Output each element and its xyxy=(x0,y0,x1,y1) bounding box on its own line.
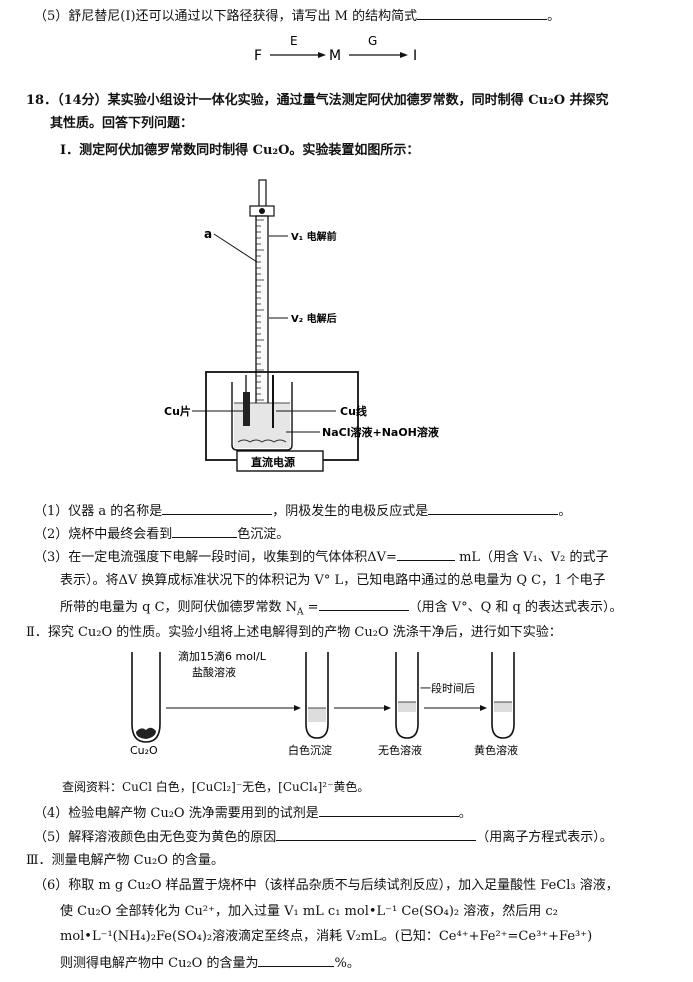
test-tube-flow-diagram: Cu₂O 滴加15滴6 mol/L 盐酸溶液 白色沉淀 无色溶液 一段时间后 黄… xyxy=(130,649,518,757)
q6-line-2: 使 Cu₂O 全部转化为 Cu²⁺，加入过量 V₁ mL c₁ mol•L⁻¹ … xyxy=(60,904,558,919)
q1-text: （1）仪器 a 的名称是 xyxy=(34,504,163,519)
label-reagent-2: 盐酸溶液 xyxy=(192,665,236,679)
answer-blank[interactable] xyxy=(396,547,455,561)
answer-blank[interactable] xyxy=(318,597,409,611)
label-a: a xyxy=(204,227,212,241)
white-precipitate xyxy=(308,708,326,722)
q6-line-4: 则测得电解产物中 Cu₂O 的含量为 %。 xyxy=(60,953,360,973)
compound-f: F xyxy=(254,48,262,64)
yellow-solution xyxy=(494,702,512,712)
q3-line-1: （3）在一定电流强度下电解一段时间，收集到的气体体积ΔV= mL（用含 V₁、V… xyxy=(34,547,609,567)
q3-text: （3）在一定电流强度下电解一段时间，收集到的气体体积ΔV= xyxy=(34,550,397,565)
answer-blank[interactable] xyxy=(276,827,477,841)
q4-line: （4）检验电解产物 Cu₂O 洗净需要用到的试剂是 。 xyxy=(34,803,472,823)
label-white-precipitate: 白色沉淀 xyxy=(288,743,332,757)
label-reagent-1: 滴加15滴6 mol/L xyxy=(178,649,267,663)
part-2-heading: Ⅱ．探究 Cu₂O 的性质。实验小组将上述电解得到的产物 Cu₂O 洗涤干净后，… xyxy=(26,625,562,640)
q17-5-text: （5）舒尼替尼(I)还可以通过以下路径获得，请写出 M 的结构简式 xyxy=(34,9,418,24)
leader-line xyxy=(213,233,258,263)
q6-line-1: （6）称取 m g Cu₂O 样品置于烧杯中（该样品杂质不与后续试剂反应），加入… xyxy=(34,878,619,893)
colorless-solution xyxy=(398,702,416,712)
q3-line-3: 所带的电量为 q C，则阿伏伽德罗常数 NA = （用含 V°、Q 和 q 的表达… xyxy=(60,597,622,622)
q2-line: （2）烧杯中最终会看到 色沉淀。 xyxy=(34,524,289,544)
label-cu2o: Cu₂O xyxy=(130,744,158,757)
part-3-heading: Ⅲ．测量电解产物 Cu₂O 的含量。 xyxy=(26,853,224,868)
q5-line: （5）解释溶液颜色由无色变为黄色的原因 （用离子方程式表示）。 xyxy=(34,827,613,847)
q4-text: （4）检验电解产物 Cu₂O 洗净需要用到的试剂是 xyxy=(34,806,319,821)
part-1-heading: Ⅰ．测定阿伏加德罗常数同时制得 Cu₂O。实验装置如图所示： xyxy=(60,143,420,158)
reagent-e: E xyxy=(290,34,298,48)
q3-text-2: mL（用含 V₁、V₂ 的式子 xyxy=(454,550,609,565)
dc-power-supply xyxy=(236,450,324,472)
label-cu-wire: Cu线 xyxy=(340,404,367,418)
answer-blank[interactable] xyxy=(258,953,335,967)
compound-m: M xyxy=(329,48,341,64)
q18-stem-1: 18．（14分）某实验小组设计一体化实验，通过量气法测定阿伏加德罗常数，同时制得… xyxy=(26,93,609,108)
label-colorless-solution: 无色溶液 xyxy=(378,743,422,757)
compound-i: I xyxy=(413,48,417,64)
q6-text: 则测得电解产物中 Cu₂O 的含量为 xyxy=(60,956,259,971)
answer-blank[interactable] xyxy=(318,803,459,817)
burette-graduations xyxy=(256,219,264,431)
test-tube-2 xyxy=(305,652,329,739)
stopcock-knob xyxy=(259,208,265,214)
label-wait: 一段时间后 xyxy=(420,681,475,695)
label-v1-before: V₁ 电解前 xyxy=(291,230,337,243)
q5-text: （5）解释溶液颜色由无色变为黄色的原因 xyxy=(34,830,277,845)
q6-text-2: %。 xyxy=(334,956,360,971)
electrolysis-apparatus-diagram: a V₁ 电解前 V₂ 电解后 Cu片 Cu线 NaCl溶液+NaOH溶液 直流… xyxy=(164,179,440,472)
q6-line-3: mol•L⁻¹(NH₄)₂Fe(SO₄)₂溶液滴定至终点，消耗 V₂mL。(已知… xyxy=(60,929,593,944)
precipitate xyxy=(237,439,287,443)
q17-5-line: （5）舒尼替尼(I)还可以通过以下路径获得，请写出 M 的结构简式 。 xyxy=(34,6,560,26)
reference-note: 查阅资料：CuCl 白色，[CuCl₂]⁻无色，[CuCl₄]²⁻黄色。 xyxy=(62,780,370,794)
synthesis-scheme: F E M G I xyxy=(254,34,417,64)
label-power: 直流电源 xyxy=(251,455,295,469)
q3-text-3: 所带的电量为 q C，则阿伏伽德罗常数 N xyxy=(60,600,298,615)
subscript: A xyxy=(297,607,304,618)
q1-line: （1）仪器 a 的名称是 ，阴极发生的电极反应式是 。 xyxy=(34,501,571,521)
label-yellow-solution: 黄色溶液 xyxy=(474,743,518,757)
q2-text: （2）烧杯中最终会看到 xyxy=(34,527,173,542)
label-solution: NaCl溶液+NaOH溶液 xyxy=(322,425,440,439)
test-tube-4 xyxy=(491,652,515,739)
q3-line-2: 表示）。将ΔV 换算成标准状况下的体积记为 V° L，已知电路中通过的总电量为 … xyxy=(60,573,606,588)
arrow-head xyxy=(294,705,301,711)
reagent-g: G xyxy=(368,34,377,48)
arrow-head xyxy=(318,52,326,58)
arrow-head xyxy=(400,52,408,58)
punct: 。 xyxy=(547,9,561,24)
q18-stem-2: 其性质。回答下列问题： xyxy=(50,116,194,131)
electrolyte-solution xyxy=(234,403,290,448)
answer-blank[interactable] xyxy=(428,501,559,515)
test-tube-3 xyxy=(395,652,419,739)
arrow-head xyxy=(480,705,487,711)
cu2o-solid xyxy=(136,727,156,739)
cu-sheet-electrode xyxy=(243,392,250,426)
punct: 。 xyxy=(558,504,572,519)
punct: 。 xyxy=(458,806,472,821)
q3-text-4: = xyxy=(303,600,319,615)
beaker xyxy=(231,382,293,451)
label-v2-after: V₂ 电解后 xyxy=(291,312,337,325)
answer-blank[interactable] xyxy=(417,6,548,20)
answer-blank[interactable] xyxy=(172,524,238,538)
q5-text-2: （用离子方程式表示）。 xyxy=(476,830,613,845)
q3-text-5: （用含 V°、Q 和 q 的表达式表示）。 xyxy=(408,600,623,615)
q2-text-2: 色沉淀。 xyxy=(237,527,290,542)
q1-text-2: ，阴极发生的电极反应式是 xyxy=(272,504,429,519)
arrow-head xyxy=(384,705,391,711)
answer-blank[interactable] xyxy=(162,501,273,515)
label-cu-sheet: Cu片 xyxy=(164,404,191,418)
test-tube-1 xyxy=(131,652,161,743)
